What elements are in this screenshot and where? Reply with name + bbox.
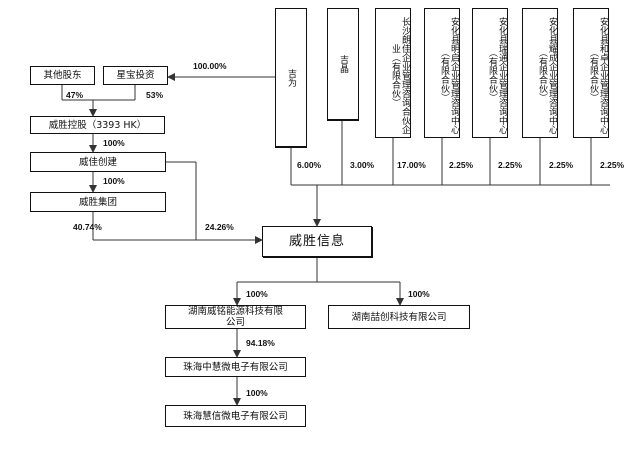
pct-weijia-group: 100% bbox=[103, 176, 125, 186]
pct-zhonghui: 94.18% bbox=[246, 338, 275, 348]
shareholder-mingqi: 安化县明启企业管理咨询中心（有限合伙） bbox=[424, 8, 460, 138]
zhechuang-tech-name: 湖南喆创科技有限公司 bbox=[351, 311, 447, 323]
zhuhai-huixin-name: 珠海慧信微电子有限公司 bbox=[183, 410, 288, 422]
weisheng-holdings-name: 威胜控股（3393 HK） bbox=[48, 119, 147, 131]
shareholder-mingqi-name: 安化县明启企业管理咨询中心（有限合伙） bbox=[439, 16, 459, 134]
shareholder-jiwei: 吉为 bbox=[275, 8, 307, 148]
shareholder-ruitong-name: 安化县瑞通企业管理咨询中心（有限合伙） bbox=[487, 16, 507, 134]
pct-jijing: 3.00% bbox=[350, 160, 375, 170]
pct-jiwei: 6.00% bbox=[297, 160, 322, 170]
zhuhai-zhonghui-box: 珠海中慧微电子有限公司 bbox=[165, 357, 306, 377]
weijia-name: 威佳创建 bbox=[78, 156, 117, 168]
weisheng-info-name: 威胜信息 bbox=[288, 234, 345, 249]
shareholder-jiwei-name: 吉为 bbox=[286, 68, 296, 87]
other-shareholders-name: 其他股东 bbox=[43, 70, 82, 81]
shareholder-hezhuo-name: 安化县和卓企业管理咨询中心（有限合伙） bbox=[588, 16, 608, 134]
pct-group-info: 40.74% bbox=[73, 222, 102, 232]
weijia-box: 威佳创建 bbox=[30, 152, 166, 172]
shareholder-changsha-name: 长沙朗佳企业管理咨询合伙企业（有限合伙） bbox=[390, 16, 410, 134]
pct-direct: 24.26% bbox=[205, 222, 234, 232]
weisheng-info-box: 威胜信息 bbox=[262, 226, 372, 257]
zhuhai-huixin-box: 珠海慧信微电子有限公司 bbox=[165, 405, 306, 427]
pct-hezhuo: 2.25% bbox=[600, 160, 625, 170]
shareholder-ruitong: 安化县瑞通企业管理咨询中心（有限合伙） bbox=[472, 8, 508, 138]
pct-other: 47% bbox=[66, 90, 84, 100]
shareholder-yaocheng-name: 安化县耀成企业管理咨询中心（有限合伙） bbox=[537, 16, 557, 134]
xingbao-investment-box: 星宝投资 bbox=[103, 66, 168, 85]
other-shareholders-box: 其他股东 bbox=[30, 66, 95, 85]
shareholder-jijing-name: 吉晶 bbox=[338, 55, 348, 73]
weiming-energy-name: 湖南威铭能源科技有限公司 bbox=[188, 306, 284, 328]
shareholder-jijing: 吉晶 bbox=[327, 8, 359, 121]
shareholder-hezhuo: 安化县和卓企业管理咨询中心（有限合伙） bbox=[573, 8, 609, 138]
shareholder-yaocheng: 安化县耀成企业管理咨询中心（有限合伙） bbox=[522, 8, 558, 138]
xingbao-investment-name: 星宝投资 bbox=[116, 70, 155, 81]
pct-changsha: 17.00% bbox=[397, 160, 426, 170]
zhuhai-zhonghui-name: 珠海中慧微电子有限公司 bbox=[183, 361, 288, 373]
weisheng-group-box: 威胜集团 bbox=[30, 192, 166, 212]
pct-weiming: 100% bbox=[246, 289, 268, 299]
pct-mingqi: 2.25% bbox=[449, 160, 474, 170]
pct-yaocheng: 2.25% bbox=[549, 160, 574, 170]
pct-xingbao: 53% bbox=[146, 90, 164, 100]
pct-holdings-weijia: 100% bbox=[103, 138, 125, 148]
pct-ruitong: 2.25% bbox=[498, 160, 523, 170]
shareholder-changsha-langjia: 长沙朗佳企业管理咨询合伙企业（有限合伙） bbox=[375, 8, 411, 138]
weisheng-holdings-box: 威胜控股（3393 HK） bbox=[30, 116, 165, 134]
pct-zhechuang: 100% bbox=[408, 289, 430, 299]
zhechuang-tech-box: 湖南喆创科技有限公司 bbox=[328, 305, 470, 329]
weisheng-group-name: 威胜集团 bbox=[78, 196, 117, 208]
pct-huixin: 100% bbox=[246, 388, 268, 398]
weiming-energy-box: 湖南威铭能源科技有限公司 bbox=[165, 305, 306, 329]
pct-jiwei-xingbao: 100.00% bbox=[193, 61, 227, 71]
